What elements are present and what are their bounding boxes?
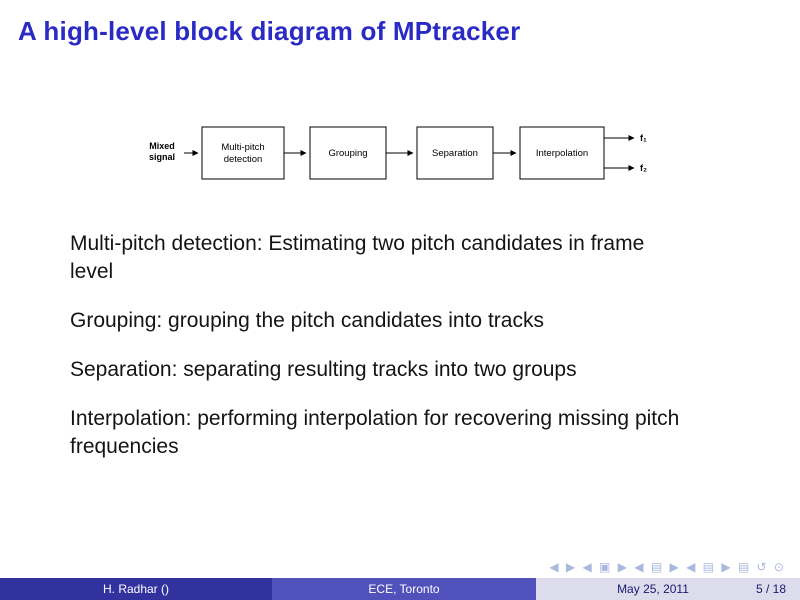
footer-institute-segment: ECE, Toronto — [272, 578, 536, 600]
footer-bar: H. Radhar () ECE, Toronto May 25, 2011 5… — [0, 578, 800, 600]
paragraph-separation: Separation: separating resulting tracks … — [70, 357, 577, 381]
footer-page-number: 5 / 18 — [755, 582, 786, 596]
footer-author-segment: H. Radhar () — [0, 578, 272, 600]
grouping-box — [309, 126, 387, 180]
footer-date-segment: May 25, 2011 5 / 18 — [536, 578, 800, 600]
interpolation-box — [519, 126, 605, 180]
interpolation-box-label: Interpolation — [536, 148, 588, 159]
paragraph-interpolation: Interpolation: performing interpolation … — [70, 406, 680, 458]
multi-pitch-box-label-line1: Multi-pitch — [221, 142, 264, 153]
multi-pitch-detection-box — [201, 126, 285, 180]
paragraph-multi-pitch-detection: Multi-pitch detection: Estimating two pi… — [70, 232, 645, 283]
output-2-label: f₂ — [640, 163, 647, 173]
beamer-navigation-symbols[interactable]: ◀ ▶ ◀ ▣ ▶ ◀ ▤ ▶ ◀ ▤ ▶ ▤ ↺ ⊙ — [549, 560, 786, 574]
multi-pitch-box-label-line2: detection — [224, 154, 263, 165]
input-signal-label-line2: signal — [149, 152, 175, 162]
input-signal-label-line1: Mixed — [149, 141, 175, 151]
footer-author: H. Radhar () — [102, 582, 170, 596]
footer-date: May 25, 2011 — [617, 582, 689, 596]
separation-box — [416, 126, 494, 180]
output-1-label: f₁ — [640, 133, 647, 143]
grouping-box-label: Grouping — [328, 148, 367, 159]
body-text: Multi-pitch detection: Estimating two pi… — [70, 230, 760, 482]
separation-box-label: Separation — [432, 148, 478, 159]
paragraph-grouping: Grouping: grouping the pitch candidates … — [70, 308, 544, 332]
footer-institute: ECE, Toronto — [368, 582, 440, 596]
block-diagram: Mixed signal Multi-pitch detection Group… — [149, 126, 647, 180]
slide-title: A high-level block diagram of MPtracker — [18, 16, 521, 46]
